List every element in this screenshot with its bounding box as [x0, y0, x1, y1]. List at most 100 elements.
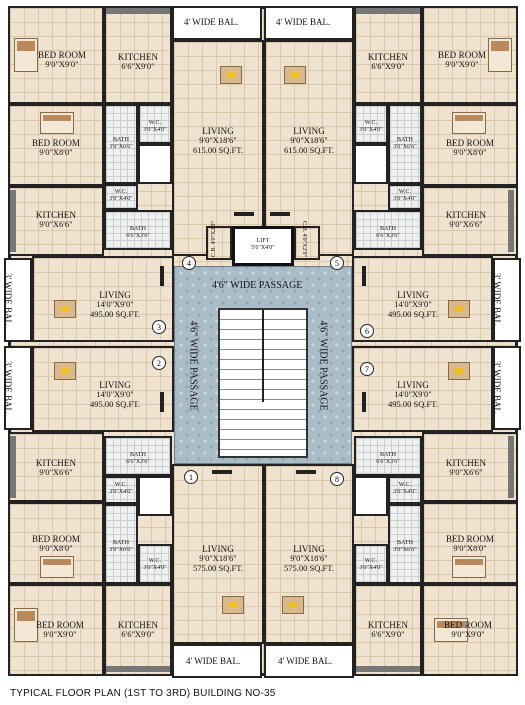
wc-left-3	[104, 476, 138, 504]
flat-number-1: 1	[184, 470, 198, 484]
balcony-side-right-2	[493, 346, 521, 430]
bath-right-3	[354, 436, 422, 476]
kitchen-left-3	[8, 432, 104, 502]
kitchen-top-right	[354, 6, 422, 104]
sofa-icon	[448, 362, 470, 380]
kitchen-counter	[10, 436, 16, 498]
sofa-icon	[282, 596, 304, 614]
wc-right-1-label: W.C.3'0"X4'0"	[359, 120, 383, 133]
wc-left-2-label: W.C.3'0"X4'0"	[109, 189, 133, 202]
sofa-icon	[222, 596, 244, 614]
wc-right-4-label: W.C.3'0"X4'0"	[359, 558, 383, 571]
flat-number-4: 4	[182, 256, 196, 270]
bedroom-top-right	[422, 6, 518, 104]
cb-right-label: C.B. 4'0"X2'9"	[300, 221, 307, 257]
kitchen-counter	[106, 8, 170, 14]
balcony-bottom-left-label: 4' WIDE BAL.	[186, 656, 241, 666]
cb-right	[294, 226, 320, 260]
wc-right-2	[388, 184, 422, 210]
door-marker	[362, 266, 366, 286]
wc-right-3-label: W.C.3'0"X4'0"	[393, 482, 417, 495]
wc-right-1	[354, 104, 388, 144]
flat-number-5: 5	[330, 256, 344, 270]
kitchen-right-3	[422, 432, 518, 502]
living-top-right	[264, 40, 354, 256]
duct-left-1	[138, 144, 172, 184]
sofa-icon	[54, 362, 76, 380]
living-mid-left-1	[32, 256, 174, 342]
living-bottom-left	[172, 464, 264, 644]
balcony-side-left-2-label: 3' WIDE BAL	[2, 361, 13, 413]
door-marker	[160, 266, 164, 286]
bed-icon	[14, 608, 38, 642]
bath-left-4	[104, 504, 138, 584]
kitchen-bottom-right	[354, 584, 422, 676]
door-marker	[362, 392, 366, 412]
wc-right-3	[388, 476, 422, 504]
bed-icon	[452, 556, 486, 578]
sofa-icon	[448, 300, 470, 318]
kitchen-counter	[508, 190, 514, 252]
cb-left-label: C.B. 4'0"X2'9"	[210, 221, 217, 257]
kitchen-counter	[508, 436, 514, 498]
passage-right-label: 4'6" WIDE PASSAGE	[317, 320, 329, 411]
living-mid-right-1	[352, 256, 493, 342]
balcony-bottom-right-label: 4' WIDE BAL.	[278, 656, 333, 666]
balcony-side-right-1	[493, 258, 521, 342]
bed-icon	[40, 556, 74, 578]
living-mid-right-2	[352, 346, 493, 432]
wc-right-4	[354, 544, 388, 584]
kitchen-bottom-left	[104, 584, 172, 676]
wc-left-1-label: W.C.3'0"X4'0"	[143, 120, 167, 133]
flat-number-8: 8	[330, 472, 344, 486]
cb-left	[206, 226, 232, 260]
duct-right-2	[354, 476, 388, 516]
kitchen-counter	[356, 8, 420, 14]
living-bottom-right	[264, 464, 354, 644]
bedroom-top-left	[8, 6, 104, 104]
wc-right-2-label: W.C.3'0"X4'0"	[393, 189, 417, 202]
bed-icon	[40, 112, 74, 134]
bed-icon	[14, 38, 38, 72]
bed-icon	[434, 618, 468, 642]
bedroom-bottom-right	[422, 584, 518, 676]
kitchen-counter	[356, 666, 420, 672]
balcony-top-right	[264, 6, 354, 40]
bath-right-2	[354, 210, 422, 250]
balcony-side-right-1-label: 3' WIDE BAL	[491, 273, 502, 325]
kitchen-top-left	[104, 6, 172, 104]
balcony-side-left-1	[4, 258, 32, 342]
balcony-side-right-2-label: 3' WIDE BAL	[491, 361, 502, 413]
passage-top-label: 4'6" WIDE PASSAGE	[212, 280, 303, 291]
balcony-bottom-right	[264, 644, 354, 678]
flat-number-3: 3	[152, 320, 166, 334]
balcony-side-left-1-label: 3' WIDE BAL	[2, 273, 13, 325]
balcony-top-right-label: 4' WIDE BAL.	[276, 17, 331, 27]
balcony-top-left	[172, 6, 262, 40]
door-marker	[270, 212, 290, 216]
kitchen-right-2	[422, 186, 518, 256]
door-marker	[160, 392, 164, 412]
sofa-icon	[220, 66, 242, 84]
bath-right-1	[388, 104, 422, 184]
wc-left-2	[104, 184, 138, 210]
